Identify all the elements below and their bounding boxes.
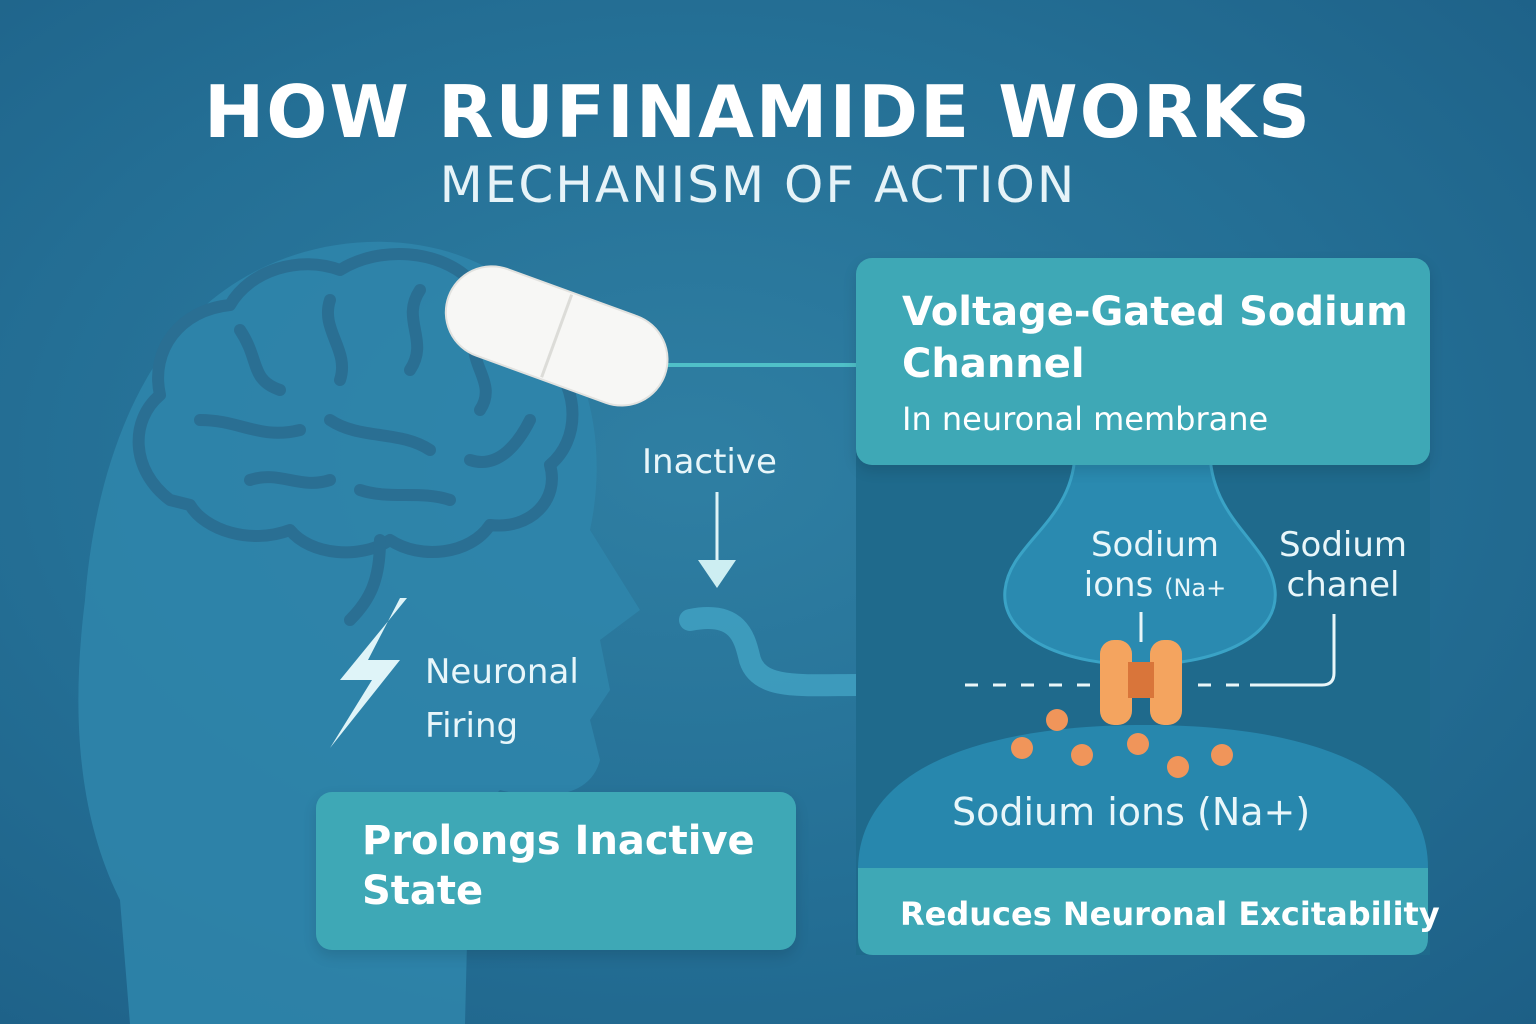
sodium-channel-line2: chanel xyxy=(1286,565,1400,605)
sodium-channel-line1: Sodium xyxy=(1278,525,1408,565)
prolongs-card: Prolongs Inactive State xyxy=(316,792,796,950)
sodium-ions-top-symbol: (Na+ xyxy=(1164,574,1227,602)
sodium-channel-label: Sodium chanel xyxy=(1268,525,1418,605)
lightning-bolt-icon xyxy=(330,598,407,748)
inactive-label: Inactive xyxy=(642,442,777,482)
page-subtitle: MECHANISM OF ACTION xyxy=(439,156,1077,214)
sodium-ions-top-line2: ions (Na+ xyxy=(1080,565,1230,608)
sodium-ions-top-label: Sodium ions (Na+ xyxy=(1080,525,1230,608)
pill-icon xyxy=(444,265,669,407)
head-silhouette-icon xyxy=(78,241,640,1024)
channel-card-subtitle: In neuronal membrane xyxy=(902,400,1269,438)
down-arrow-icon xyxy=(698,492,736,588)
sodium-ions-top-line1: Sodium xyxy=(1090,525,1220,565)
prolongs-card-text: Prolongs Inactive State xyxy=(362,818,755,914)
page-title: HOW RUFINAMIDE WORKS xyxy=(204,70,1312,154)
sodium-ions-top-word: ions xyxy=(1083,565,1154,605)
channel-card: Voltage-Gated Sodium Channel In neuronal… xyxy=(856,258,1430,465)
neuronal-firing-label: Neuronal Firing xyxy=(425,652,579,746)
sodium-ion-dots xyxy=(1011,709,1233,778)
sodium-ions-bottom-label: Sodium ions (Na+) xyxy=(952,790,1311,834)
sodium-channel-protein xyxy=(1100,640,1182,725)
channel-card-title: Voltage-Gated Sodium Channel xyxy=(902,289,1408,387)
reduces-excitability-label: Reduces Neuronal Excitability xyxy=(900,895,1440,933)
